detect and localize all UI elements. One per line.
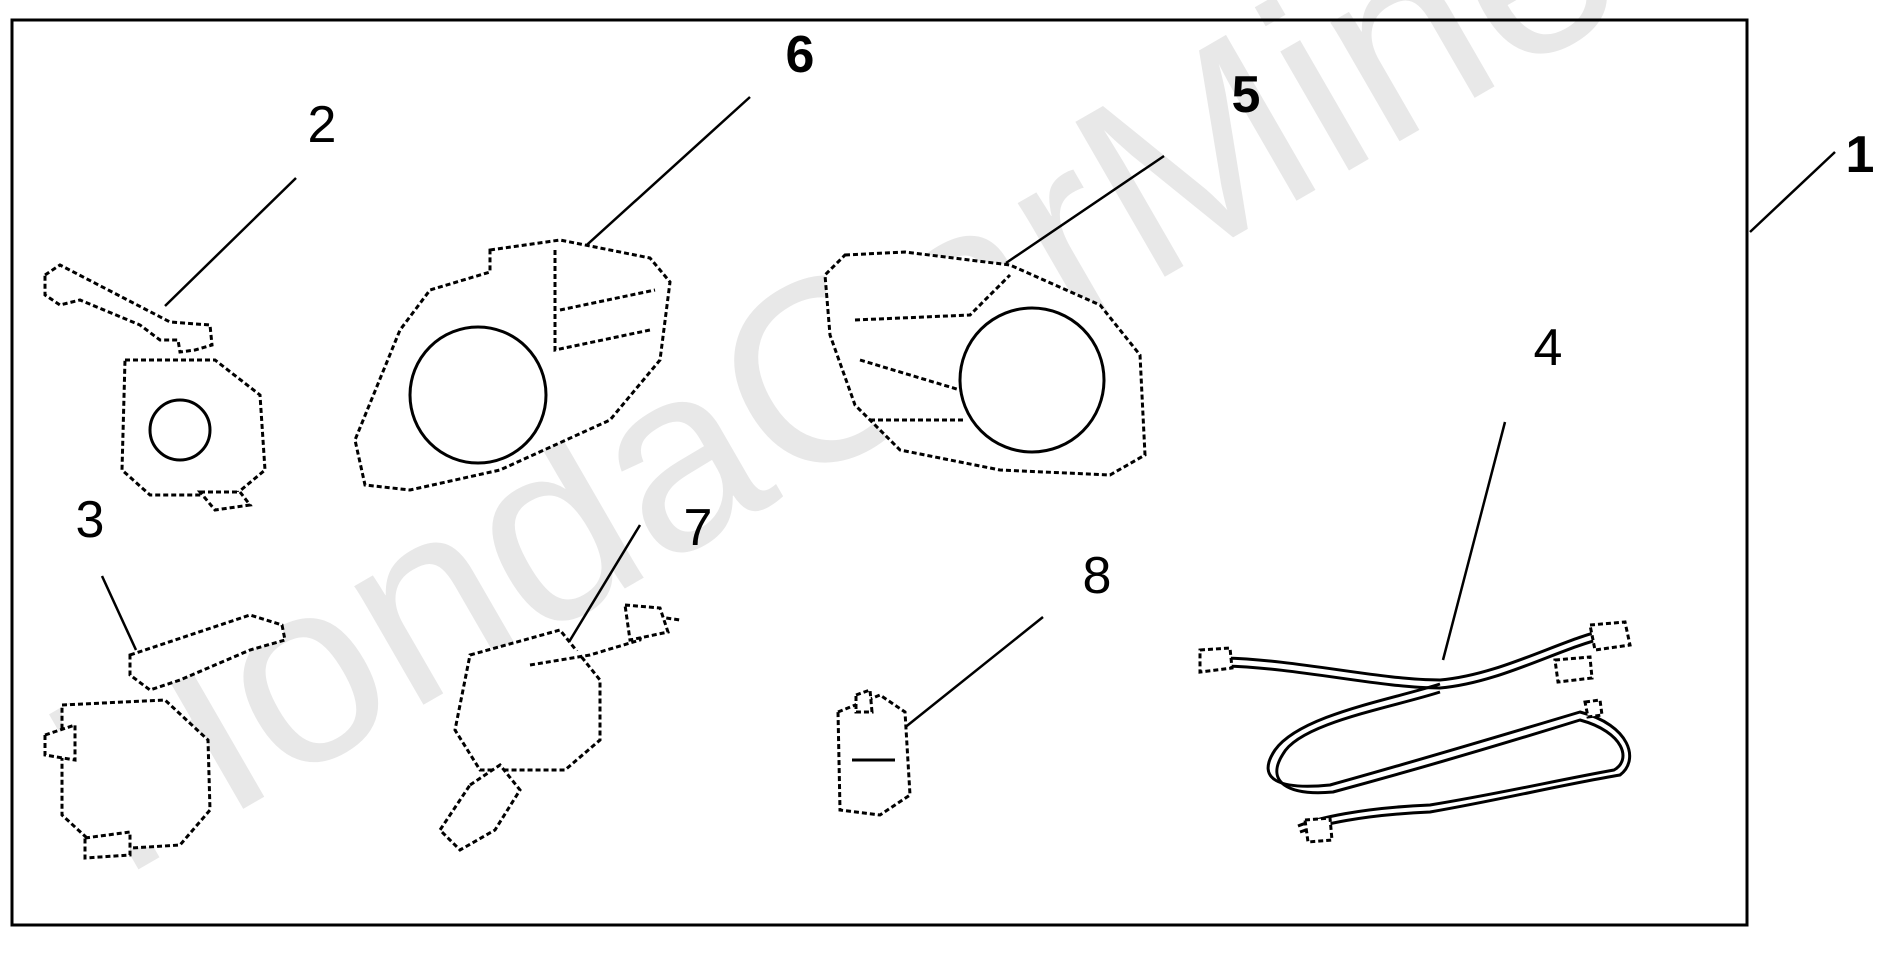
kit-frame (10, 18, 1749, 927)
callout-2: 2 (308, 96, 337, 154)
part-4-harness (1198, 620, 1632, 844)
part-7-switch (438, 603, 681, 852)
watermark-text: HondaCarMine.ru (3, 0, 1904, 928)
part-6-bezel-left (353, 238, 672, 492)
leader-line-6 (567, 96, 751, 263)
leader-line-5 (1005, 154, 1165, 265)
callout-6: 6 (786, 26, 815, 84)
callout-1: 1 (1846, 126, 1875, 184)
part-2-actuator (43, 263, 267, 512)
part-5-bezel-right (823, 250, 1147, 477)
callout-4: 4 (1534, 319, 1563, 377)
callout-3: 3 (76, 491, 105, 549)
callout-8: 8 (1083, 547, 1112, 605)
part-3-actuator (43, 613, 287, 860)
callout-7: 7 (684, 499, 713, 557)
leader-line-8 (897, 616, 1044, 734)
leader-line-1 (1749, 151, 1836, 233)
leader-line-2 (164, 177, 297, 307)
leader-line-4 (1441, 421, 1507, 661)
callout-5: 5 (1232, 66, 1261, 124)
leader-line-3 (100, 575, 138, 651)
part-8-relay (836, 687, 912, 817)
